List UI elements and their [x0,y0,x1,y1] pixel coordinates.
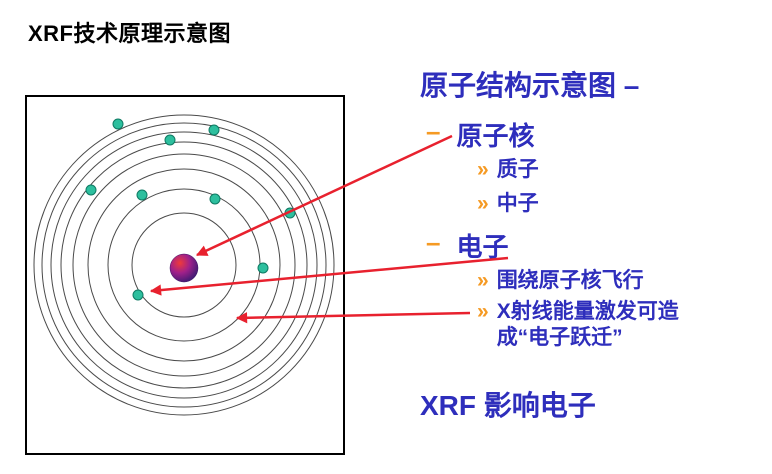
bullet-row-orbiting: » 围绕原子核飞行 [477,268,644,294]
dash-marker-icon: – [426,116,441,146]
chevron-marker-icon: » [477,269,489,292]
slide-footer: XRF 影响电子 [420,390,596,421]
electron-dot [209,193,221,205]
bullet-label: 电子 [456,232,509,262]
bullet-row-xray-excite: » X射线能量激发可造成“电子跃迁” [477,299,693,352]
bullet-row-nucleus: – 原子核 [426,116,534,153]
bullet-label: 围绕原子核飞行 [496,269,644,292]
electron-dot [164,134,176,146]
slide-title: XRF技术原理示意图 [28,21,232,46]
electron-dot [136,189,148,201]
chevron-marker-icon: » [477,192,489,215]
bullet-row-electron: – 电子 [426,227,508,264]
electron-dot [132,289,144,301]
chevron-marker-icon: » [477,158,489,181]
bullet-label: 原子核 [456,121,535,151]
electron-dot [284,207,296,219]
bullet-label: 质子 [496,158,539,181]
electron-dot [85,184,97,196]
electron-dot [257,262,269,274]
nucleus [169,253,199,283]
atom-diagram-box [25,95,345,455]
bullet-row-neutron: » 中子 [477,191,539,217]
dash-marker-icon: – [426,227,441,257]
electron-dot [208,124,220,136]
atom-svg [33,114,335,416]
right-panel-heading: 原子结构示意图 – [420,70,640,101]
bullet-label: 中子 [496,192,539,215]
bullet-label: X射线能量激发可造成“电子跃迁” [496,300,679,350]
electron-dot [112,118,124,130]
bullet-row-proton: » 质子 [477,157,539,183]
chevron-marker-icon: » [477,300,489,323]
